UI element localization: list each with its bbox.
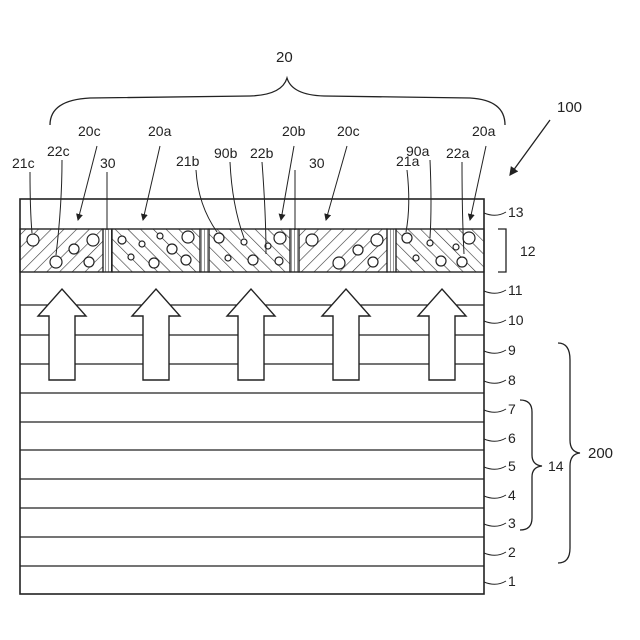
label-20a: 20a	[148, 123, 172, 139]
label-21b: 21b	[176, 153, 200, 169]
label-30: 30	[100, 155, 116, 171]
substrate-brace	[558, 343, 580, 563]
top-label: 20	[276, 49, 293, 66]
layer-label-13: 13	[508, 204, 524, 220]
stack-label: 14	[548, 458, 564, 474]
label-22b: 22b	[250, 145, 274, 161]
layer-leaders	[484, 212, 506, 584]
label-20b: 20b	[282, 123, 306, 139]
layer-label-8: 8	[508, 372, 516, 388]
label-90a: 90a	[406, 143, 430, 159]
label-22c: 22c	[47, 143, 70, 159]
subcell-labels: 21c 22c 20c 30 20a 21b 90b 22b 20b 30 20…	[12, 123, 496, 171]
layer-boundaries	[20, 229, 484, 566]
label-30: 30	[309, 155, 325, 171]
device-pointer	[510, 120, 550, 175]
label-20c: 20c	[337, 123, 360, 139]
top-brace	[50, 78, 505, 125]
layer-label-12: 12	[520, 243, 536, 259]
layer-label-3: 3	[508, 515, 516, 531]
layer-label-7: 7	[508, 401, 516, 417]
label-20a: 20a	[472, 123, 496, 139]
partition-wall	[290, 229, 299, 272]
substrate-label: 200	[588, 445, 613, 462]
layer-label-11: 11	[508, 282, 523, 298]
layer-label-5: 5	[508, 458, 516, 474]
layer-label-2: 2	[508, 544, 516, 560]
label-20c: 20c	[78, 123, 101, 139]
layer-label-4: 4	[508, 487, 516, 503]
partition-wall	[200, 229, 209, 272]
layer-label-6: 6	[508, 430, 516, 446]
label-90b: 90b	[214, 145, 238, 161]
partition-wall	[387, 229, 396, 272]
layer-label-1: 1	[508, 573, 516, 589]
layer-12-bracket	[498, 229, 506, 272]
stack-brace	[520, 400, 542, 530]
layer-label-9: 9	[508, 342, 516, 358]
layer-labels: 13 12 11 10 9 8 7 6 5 4 3 2 1 14 200	[508, 204, 613, 589]
device-label: 100	[557, 99, 582, 116]
label-22a: 22a	[446, 145, 470, 161]
partition-wall	[103, 229, 112, 272]
layer-label-10: 10	[508, 312, 524, 328]
label-21c: 21c	[12, 155, 35, 171]
